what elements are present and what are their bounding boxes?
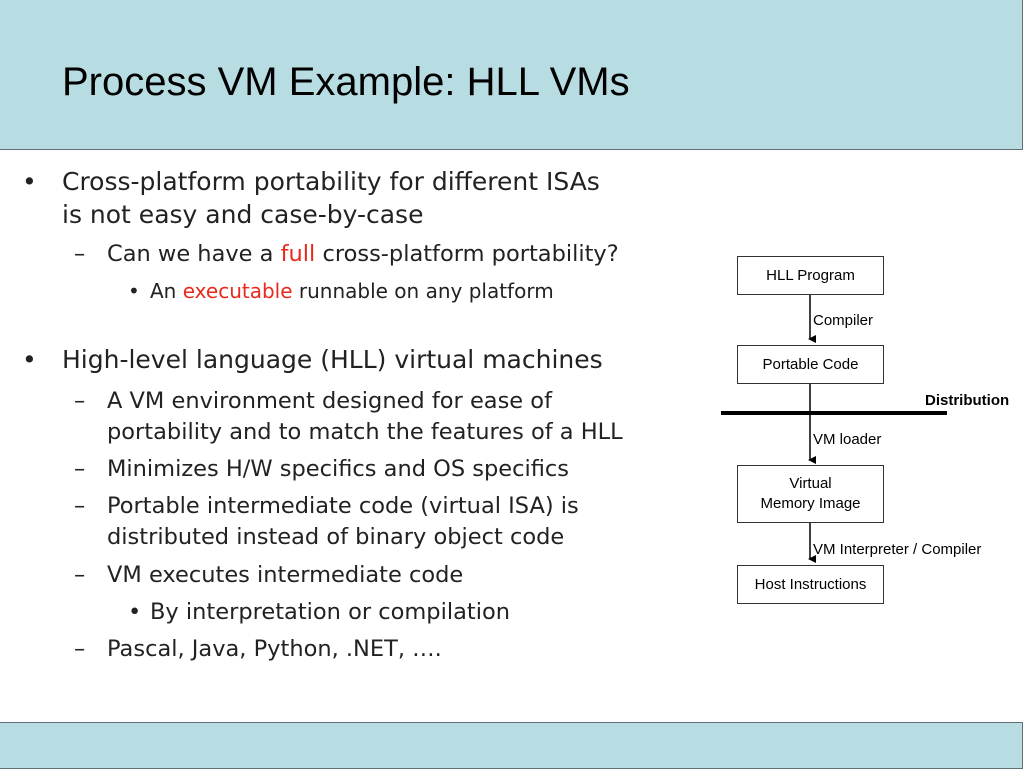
- sub-sub-bullet-marker: •: [128, 599, 142, 625]
- sub-bullet-marker: –: [74, 456, 86, 482]
- sub-bullet-text: portability and to match the features of…: [107, 419, 623, 445]
- sub-bullet-marker: –: [74, 636, 86, 662]
- sub-bullet-marker: –: [74, 562, 86, 588]
- bullet-text: Cross-platform portability for different…: [62, 167, 600, 196]
- sub-bullet-marker: –: [74, 388, 86, 414]
- label-vm-interpreter-compiler: VM Interpreter / Compiler: [813, 541, 982, 558]
- box-hll-program: HLL Program: [737, 256, 884, 295]
- sub-bullet-text: Can we have a full cross-platform portab…: [107, 241, 619, 267]
- highlight-executable: executable: [182, 279, 293, 303]
- sub-sub-bullet-text: By interpretation or compilation: [150, 599, 510, 625]
- sub-bullet-text: distributed instead of binary object cod…: [107, 524, 565, 550]
- label-compiler: Compiler: [813, 312, 874, 329]
- sub-sub-bullet-marker: •: [128, 279, 140, 303]
- bullet-marker: •: [22, 345, 37, 374]
- highlight-full: full: [280, 241, 316, 267]
- sub-bullet-text: A VM environment designed for ease of: [107, 388, 552, 414]
- title-bar: Process VM Example: HLL VMs: [0, 0, 1023, 150]
- page-title: Process VM Example: HLL VMs: [62, 60, 630, 104]
- sub-bullet-text: VM executes intermediate code: [107, 562, 464, 588]
- bullet-marker: •: [22, 167, 37, 196]
- sub-bullet-marker: –: [74, 241, 86, 267]
- sub-bullet-marker: –: [74, 493, 86, 519]
- box-host-instructions: Host Instructions: [737, 565, 884, 604]
- sub-bullet-text: Pascal, Java, Python, .NET, ….: [107, 636, 442, 662]
- bullet-text: High-level language (HLL) virtual machin…: [62, 345, 603, 374]
- label-vm-loader: VM loader: [813, 431, 882, 448]
- label-distribution: Distribution: [925, 392, 1010, 409]
- bullet-text: is not easy and case-by-case: [62, 200, 424, 229]
- sub-bullet-text: Minimizes H/W specifics and OS specifics: [107, 456, 570, 482]
- footer-bar: [0, 722, 1023, 769]
- sub-sub-bullet-text: An executable runnable on any platform: [150, 279, 554, 303]
- sub-bullet-text: Portable intermediate code (virtual ISA)…: [107, 493, 579, 519]
- box-portable-code: Portable Code: [737, 345, 884, 384]
